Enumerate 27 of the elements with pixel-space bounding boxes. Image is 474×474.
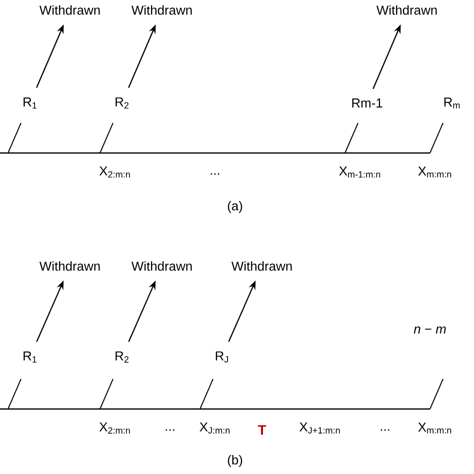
removal-label: n − m	[414, 326, 446, 334]
removal-label: R$_{2}$	[116, 97, 128, 109]
time-label: X$_{2:m:n}$	[99, 166, 130, 178]
time-label: X$_{2:m:n}$	[99, 422, 130, 434]
withdrawn-label: Withdrawn	[131, 261, 192, 271]
threshold-label: T	[258, 425, 266, 435]
removal-label: R$_{m}$	[444, 98, 460, 108]
panel-caption: (b)	[228, 454, 242, 468]
removal-label: Rm-1	[352, 98, 382, 108]
panel-caption: (a)	[228, 200, 242, 214]
removal-label: R$_{1}$	[24, 97, 36, 108]
withdrawn-label: Withdrawn	[39, 261, 100, 271]
ellipsis: ...	[210, 173, 220, 175]
ellipsis: ...	[380, 429, 390, 431]
time-label: X$_{m-1:m:n}$	[339, 166, 380, 178]
ellipsis: ...	[166, 429, 174, 431]
time-label: X$_{m:m:n}$	[418, 166, 452, 178]
withdrawn-label: Withdrawn	[376, 5, 437, 15]
time-label: X$_{m:m:n}$	[418, 422, 452, 434]
withdrawn-label: Withdrawn	[231, 261, 292, 271]
time-label: X$_{J:m:n}$	[200, 422, 230, 434]
withdrawn-label: Withdrawn	[39, 5, 100, 15]
removal-label: R$_{J}$	[216, 351, 228, 363]
time-label: X$_{J+1:m:n}$	[299, 422, 340, 434]
removal-label: R$_{2}$	[116, 351, 128, 363]
withdrawn-label: Withdrawn	[131, 5, 192, 15]
removal-label: R$_{1}$	[24, 352, 36, 363]
